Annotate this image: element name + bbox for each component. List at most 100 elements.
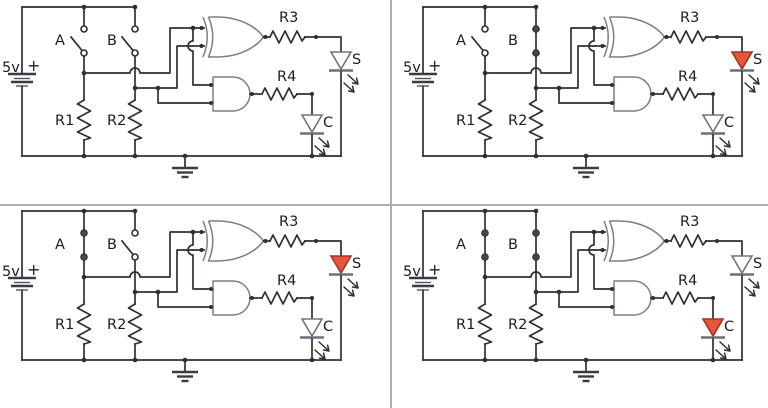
- and-gate: [212, 76, 251, 112]
- led-c-arrows: [314, 137, 330, 156]
- led-s: [730, 51, 760, 157]
- circuit-panel-bottom-right: 5v + A: [384, 204, 768, 408]
- signal-wires: [484, 27, 615, 104]
- resistor-r2: [127, 98, 143, 157]
- resistor-r3: [663, 234, 743, 257]
- resistor-r4-label: R4: [277, 273, 296, 289]
- battery-voltage-label: 5v: [403, 264, 421, 280]
- switch-a-open-state: [69, 25, 88, 57]
- xor-gate: [202, 220, 265, 262]
- xor-gate: [603, 16, 666, 58]
- half-adder-circuit-top-left: 5v + A: [2, 4, 361, 179]
- resistor-r4: [650, 87, 714, 116]
- resistor-r1-label: R1: [55, 113, 74, 129]
- resistor-r3: [262, 30, 342, 53]
- resistor-r3: [262, 234, 342, 257]
- switch-a-open-state: [470, 25, 489, 57]
- resistor-r1-label: R1: [456, 317, 475, 333]
- led-s-arrows: [343, 74, 359, 93]
- led-s-label: S: [753, 256, 762, 272]
- led-c-arrows: [715, 341, 731, 360]
- resistor-r3-label: R3: [279, 214, 298, 230]
- and-gate: [212, 280, 251, 316]
- switch-b-open-state: [120, 229, 139, 261]
- resistor-r2-label: R2: [107, 113, 126, 129]
- led-c-arrows: [715, 137, 731, 156]
- switch-b-label: B: [508, 237, 518, 253]
- signal-wires: [83, 231, 214, 308]
- battery-voltage-label: 5v: [2, 264, 20, 280]
- switch-b-closed-state: [532, 25, 540, 57]
- and-gate: [613, 280, 652, 316]
- resistor-r3-label: R3: [680, 214, 699, 230]
- switch-b-open-state: [120, 25, 139, 57]
- panel-divider-horizontal: [0, 204, 768, 206]
- led-c: [701, 114, 731, 157]
- signal-wires: [484, 231, 615, 308]
- led-s: [329, 255, 359, 361]
- junction-dots: [482, 4, 719, 159]
- switch-a[interactable]: [470, 6, 489, 101]
- led-c: [300, 114, 330, 157]
- switch-b-label: B: [107, 237, 117, 253]
- switch-a-label: A: [55, 33, 65, 49]
- resistor-r2-label: R2: [107, 317, 126, 333]
- ground: [573, 359, 599, 383]
- battery-plus-label: +: [428, 56, 441, 75]
- resistor-r4: [650, 291, 714, 320]
- xor-gate: [202, 16, 265, 58]
- led-s-arrows: [343, 278, 359, 297]
- resistor-r4: [249, 87, 313, 116]
- switch-a-label: A: [456, 237, 466, 253]
- switch-a-label: A: [456, 33, 466, 49]
- ground: [172, 155, 198, 179]
- switch-b-label: B: [107, 33, 117, 49]
- resistor-r4-label: R4: [678, 273, 697, 289]
- resistor-r1-label: R1: [456, 113, 475, 129]
- led-c: [300, 318, 330, 361]
- led-c-label: C: [323, 319, 333, 335]
- resistor-r2: [528, 302, 544, 361]
- switch-a[interactable]: [80, 210, 88, 305]
- resistor-r1: [76, 98, 92, 157]
- switch-b[interactable]: [532, 210, 540, 305]
- battery-voltage-label: 5v: [403, 60, 421, 76]
- circuit-panel-top-right: 5v + A: [384, 0, 768, 204]
- battery: [409, 72, 437, 87]
- led-c-arrows: [314, 341, 330, 360]
- power-rail-wires: [422, 6, 743, 157]
- led-s-arrows: [744, 278, 760, 297]
- led-c-label: C: [724, 319, 734, 335]
- switch-b[interactable]: [120, 210, 139, 305]
- switch-b-label: B: [508, 33, 518, 49]
- half-adder-circuit-top-right: 5v + A: [403, 4, 762, 179]
- resistor-r1: [477, 98, 493, 157]
- switch-a-closed-state: [481, 229, 489, 261]
- led-s: [329, 51, 359, 157]
- led-c: [701, 318, 731, 361]
- and-gate: [613, 76, 652, 112]
- power-rail-wires: [422, 210, 743, 361]
- switch-b[interactable]: [532, 6, 540, 101]
- signal-wires: [83, 27, 214, 104]
- battery: [8, 72, 36, 87]
- led-c-label: C: [724, 115, 734, 131]
- led-s-label: S: [753, 52, 762, 68]
- switch-b-closed-state: [532, 229, 540, 261]
- switch-a[interactable]: [69, 6, 88, 101]
- led-c-label: C: [323, 115, 333, 131]
- resistor-r2-label: R2: [508, 113, 527, 129]
- resistor-r1: [477, 302, 493, 361]
- switch-a[interactable]: [481, 210, 489, 305]
- circuit-panel-top-left: 5v + A: [0, 0, 384, 204]
- resistor-r3-label: R3: [680, 10, 699, 26]
- led-s-label: S: [352, 52, 361, 68]
- battery: [8, 276, 36, 291]
- resistor-r4-label: R4: [678, 69, 697, 85]
- ground: [172, 359, 198, 383]
- switch-b[interactable]: [120, 6, 139, 101]
- battery-voltage-label: 5v: [2, 60, 20, 76]
- switch-a-closed-state: [80, 229, 88, 261]
- battery-plus-label: +: [27, 56, 40, 75]
- resistor-r3-label: R3: [279, 10, 298, 26]
